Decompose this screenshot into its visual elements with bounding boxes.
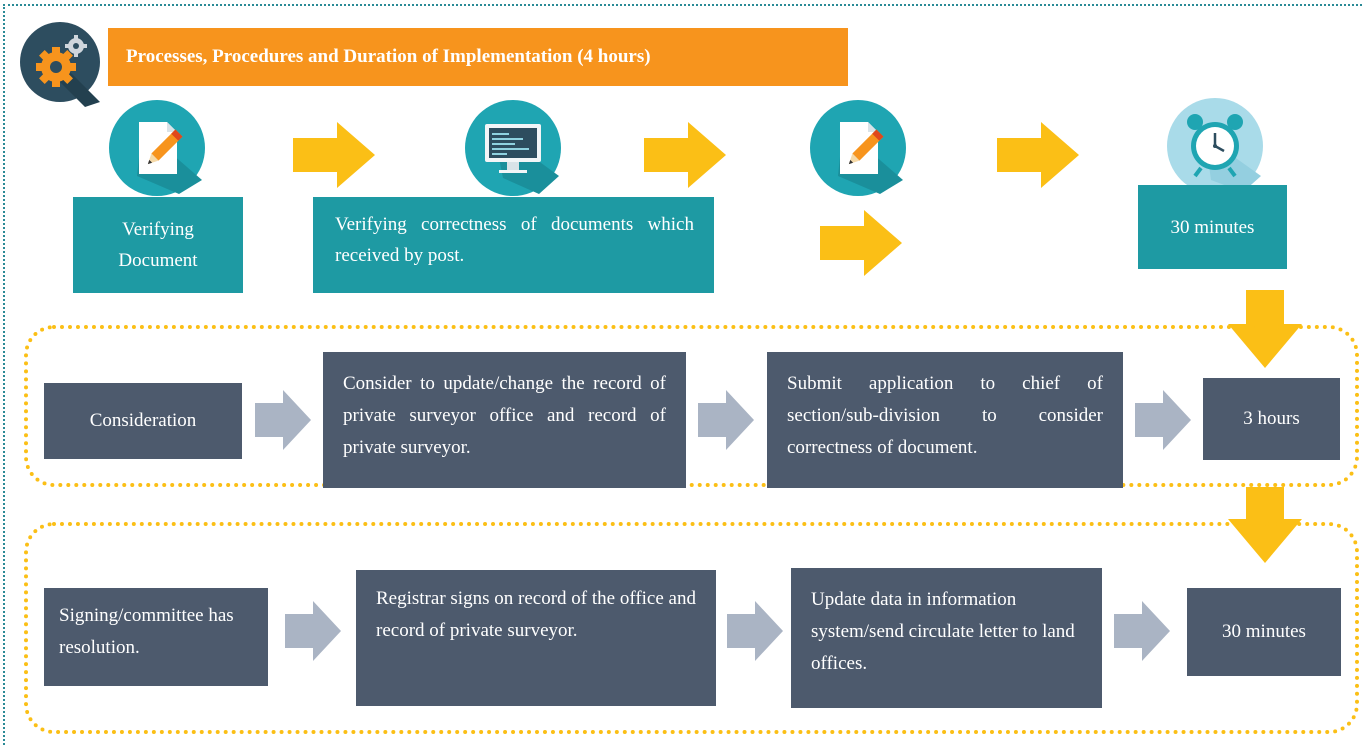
consideration-group bbox=[24, 325, 1359, 487]
duration-badge: 30 minutes bbox=[1138, 185, 1287, 269]
monitor-icon bbox=[465, 100, 561, 196]
arrow-right bbox=[820, 210, 902, 276]
step-submit-application: Submit application to chief of section/s… bbox=[767, 352, 1123, 488]
arrow-right bbox=[698, 390, 754, 450]
arrow-right bbox=[285, 601, 341, 661]
step-verifying-correctness: Verifying correctness of documents which… bbox=[313, 197, 714, 293]
duration-badge: 3 hours bbox=[1203, 378, 1340, 460]
page-title: Processes, Procedures and Duration of Im… bbox=[108, 28, 848, 86]
arrow-right bbox=[997, 122, 1079, 188]
arrow-right bbox=[293, 122, 375, 188]
gears-icon bbox=[20, 22, 100, 107]
document-pen-icon bbox=[810, 100, 906, 196]
step-registrar-signs: Registrar signs on record of the office … bbox=[356, 570, 716, 706]
arrow-right bbox=[1114, 601, 1170, 661]
step-update-data: Update data in information system/send c… bbox=[791, 568, 1102, 708]
arrow-right bbox=[255, 390, 311, 450]
stage-label-signing: Signing/committee has resolution. bbox=[44, 588, 268, 686]
arrow-right bbox=[1135, 390, 1191, 450]
diagram-frame bbox=[3, 4, 1362, 745]
step-verifying-document: Verifying Document bbox=[73, 197, 243, 293]
alarm-clock-icon bbox=[1167, 98, 1263, 194]
step-consider-update: Consider to update/change the record of … bbox=[323, 352, 686, 488]
document-pen-icon bbox=[109, 100, 205, 196]
arrow-right bbox=[644, 122, 726, 188]
stage-label-consideration: Consideration bbox=[44, 383, 242, 459]
duration-badge: 30 minutes bbox=[1187, 588, 1341, 676]
signing-group bbox=[24, 522, 1359, 734]
arrow-right bbox=[727, 601, 783, 661]
arrow-down bbox=[1228, 290, 1302, 368]
